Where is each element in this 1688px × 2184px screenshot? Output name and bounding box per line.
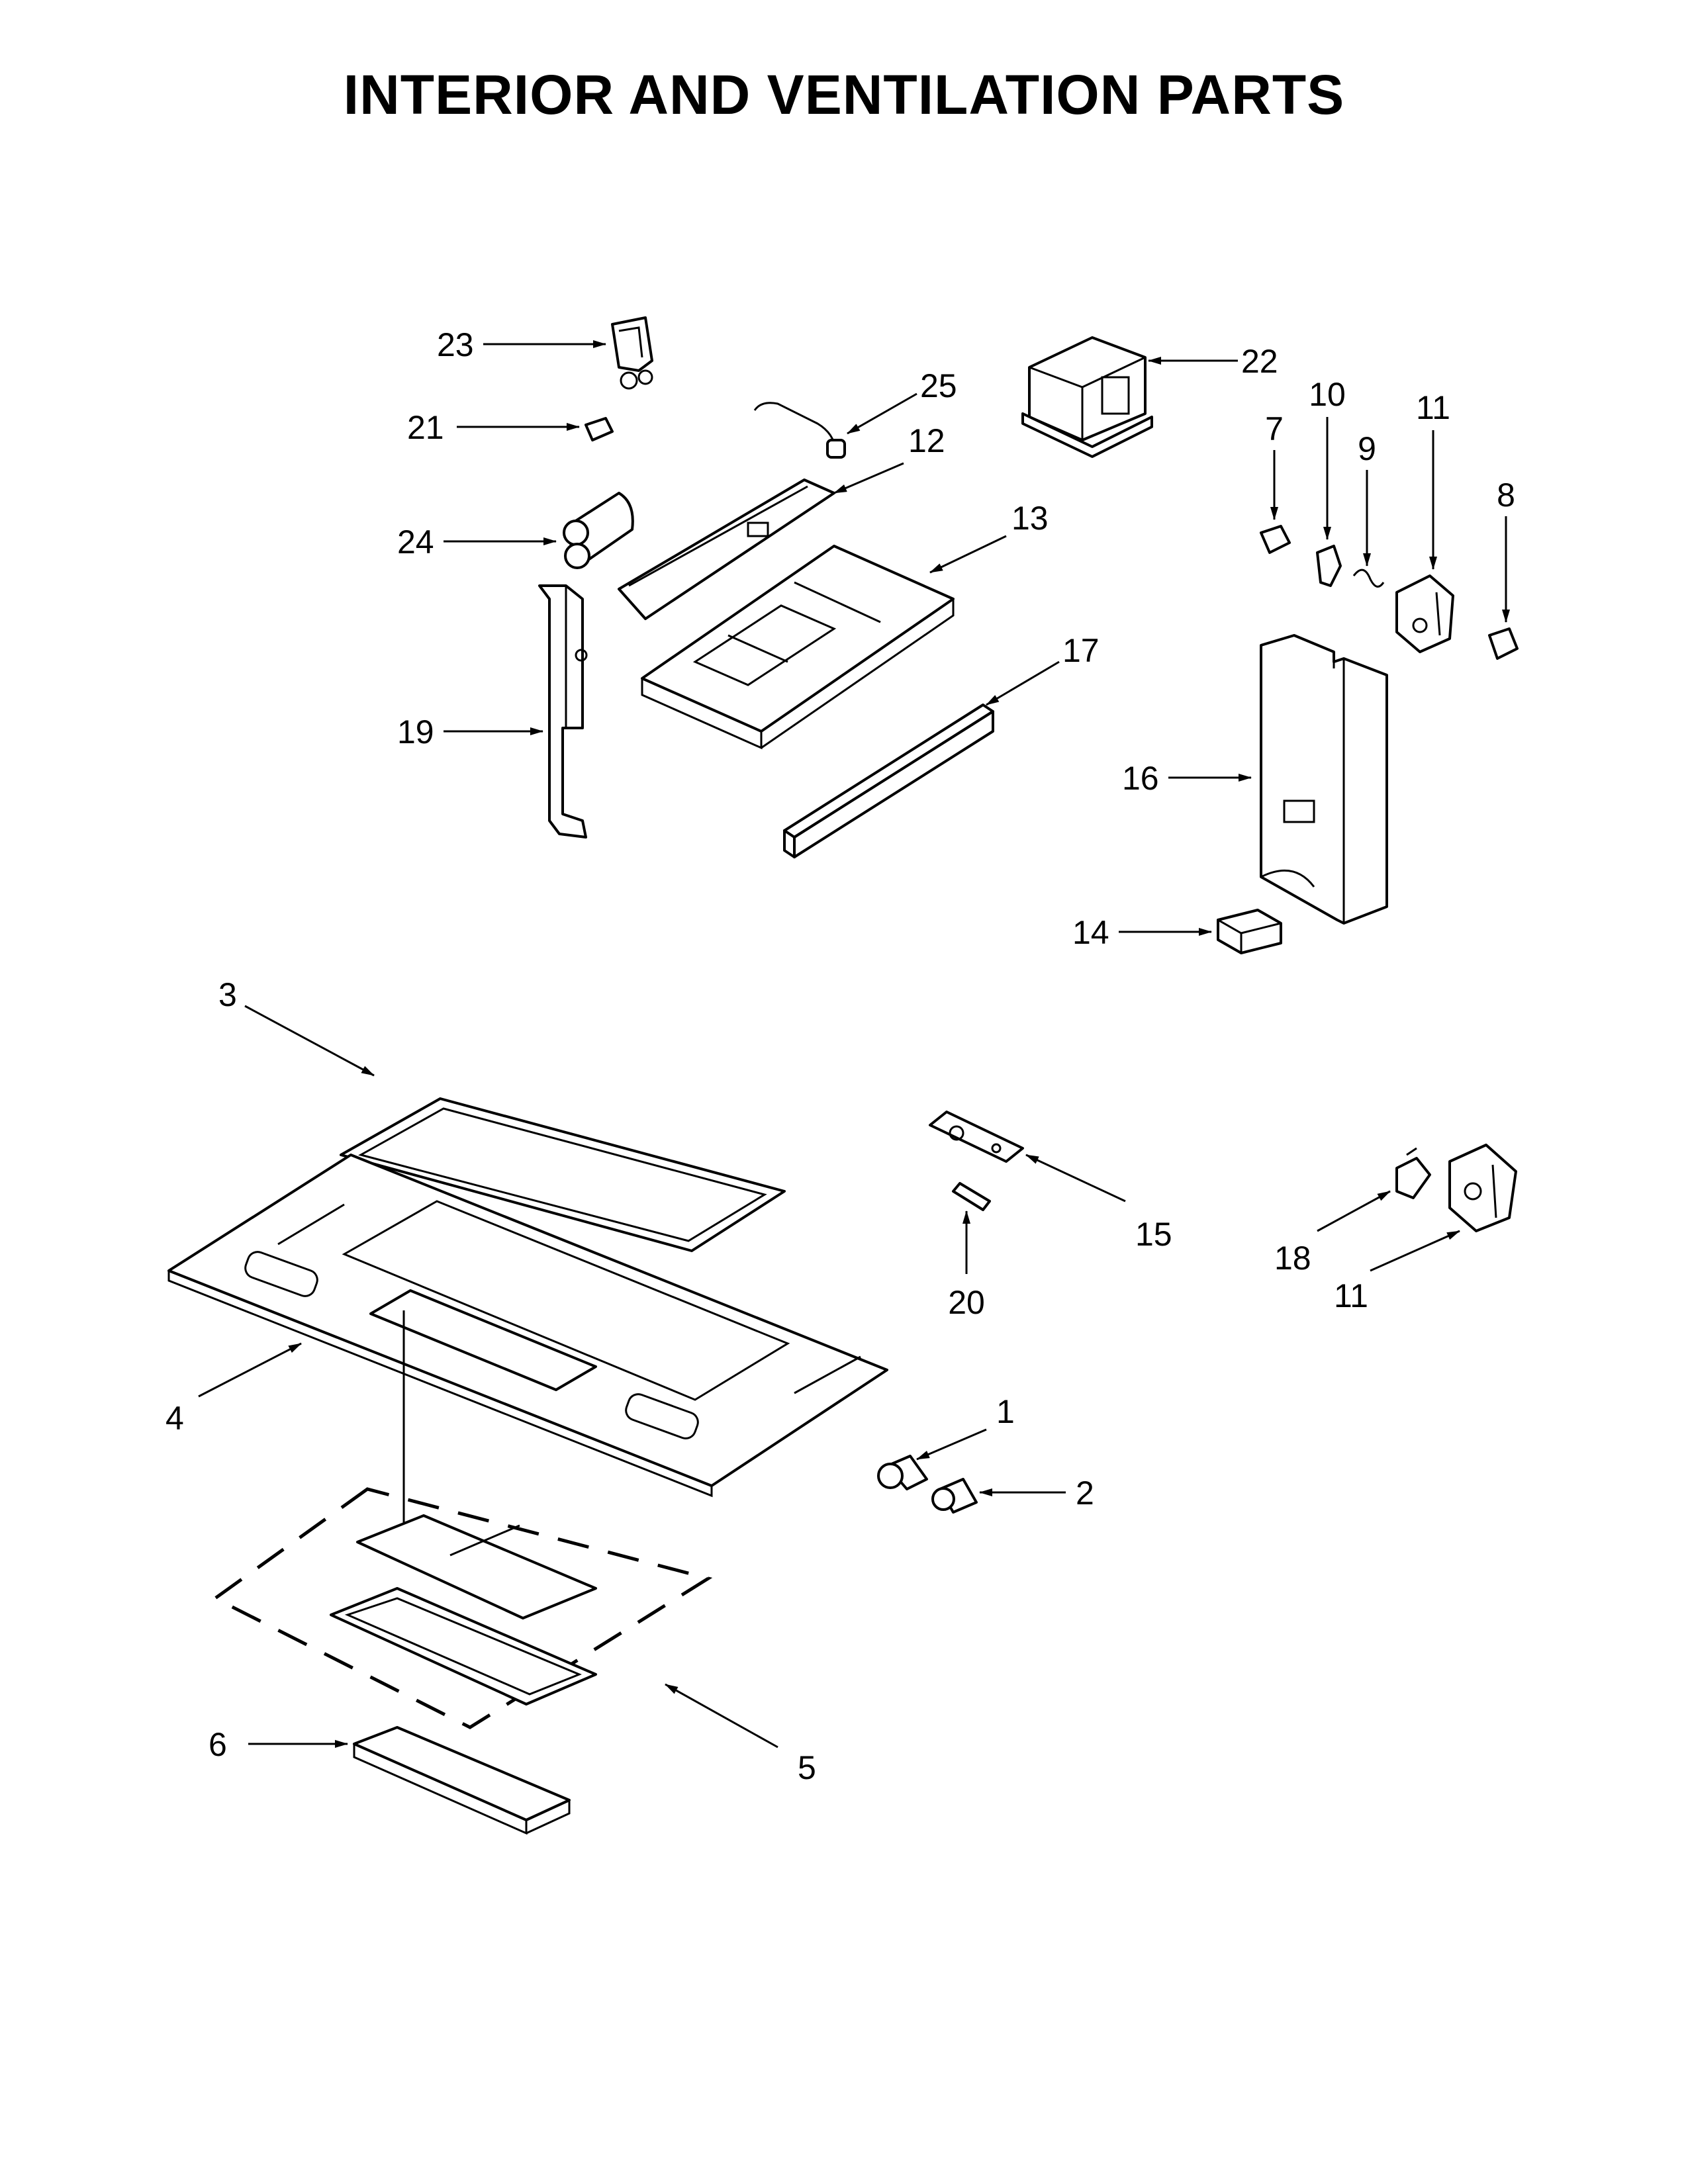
callout-labels: 23 21 24 19 25 12 13 17 22 7 10 9 11 8 1… (165, 326, 1515, 1786)
leader-15 (1025, 1154, 1126, 1203)
part-19-bracket[interactable] (538, 584, 588, 839)
callout-6: 6 (209, 1726, 227, 1763)
callout-17: 17 (1062, 632, 1100, 669)
leader-25 (847, 392, 917, 435)
part-2-socket[interactable] (931, 1478, 978, 1514)
leader-17 (986, 660, 1060, 706)
part-11-switch-holder-upper[interactable] (1395, 574, 1454, 653)
part-14-block[interactable] (1217, 909, 1282, 954)
callout-19: 19 (397, 713, 434, 751)
leader-5 (665, 1683, 778, 1749)
callout-15: 15 (1135, 1216, 1172, 1253)
part-25-thermal-fuse[interactable] (753, 402, 846, 459)
callout-4: 4 (165, 1400, 184, 1437)
leader-11b (1370, 1230, 1460, 1272)
callout-18: 18 (1274, 1240, 1311, 1277)
leader-13 (929, 535, 1007, 574)
leader-18 (1317, 1190, 1391, 1232)
leader-12 (833, 462, 904, 494)
callout-7: 7 (1265, 410, 1284, 447)
callout-leaders (198, 340, 1510, 1749)
callout-16: 16 (1122, 760, 1159, 797)
part-3-filter-panel[interactable] (340, 1097, 786, 1252)
part-24-capacitor[interactable] (563, 492, 634, 569)
callout-8: 8 (1497, 477, 1515, 514)
callout-25: 25 (920, 367, 957, 404)
callout-23: 23 (437, 326, 474, 363)
part-6-cover[interactable] (353, 1726, 571, 1835)
callout-5: 5 (798, 1749, 816, 1786)
part-7-switch[interactable] (1260, 525, 1291, 554)
part-16-air-duct[interactable] (1260, 634, 1388, 925)
callout-2: 2 (1076, 1475, 1094, 1512)
callout-9: 9 (1358, 430, 1376, 467)
part-4-bottom-plate[interactable] (167, 1154, 888, 1498)
callout-21: 21 (407, 409, 444, 446)
callout-10: 10 (1309, 376, 1346, 413)
callout-24: 24 (397, 523, 434, 561)
part-20-fuse[interactable] (952, 1182, 991, 1211)
callout-1: 1 (996, 1393, 1015, 1430)
part-1-bulb[interactable] (877, 1455, 928, 1490)
part-10-actuator[interactable] (1316, 545, 1342, 587)
part-17-bar[interactable] (783, 704, 994, 858)
callout-12: 12 (908, 422, 945, 459)
callout-3: 3 (218, 976, 237, 1013)
part-22-transformer[interactable] (1021, 336, 1153, 458)
callout-22: 22 (1241, 343, 1278, 380)
callout-13: 13 (1011, 500, 1049, 537)
callout-11-upper: 11 (1416, 389, 1450, 426)
part-23-latch[interactable] (611, 316, 653, 390)
leader-3 (244, 1005, 375, 1077)
leader-4 (198, 1342, 302, 1398)
part-5-filter-kit[interactable] (212, 1310, 713, 1729)
callout-20: 20 (948, 1284, 985, 1321)
part-18-switch[interactable] (1395, 1147, 1431, 1199)
leader-1 (916, 1428, 987, 1461)
part-15-bracket[interactable] (929, 1111, 1024, 1163)
callout-14: 14 (1072, 914, 1109, 951)
callout-11-lower: 11 (1334, 1277, 1368, 1314)
page-title: INTERIOR AND VENTILATION PARTS (343, 64, 1345, 126)
part-11-switch-holder-lower[interactable] (1448, 1144, 1517, 1232)
part-9-spring[interactable] (1352, 569, 1385, 588)
part-21-clip[interactable] (585, 417, 614, 441)
part-8-switch[interactable] (1488, 627, 1519, 660)
part-13-mounting-plate[interactable] (641, 545, 955, 750)
